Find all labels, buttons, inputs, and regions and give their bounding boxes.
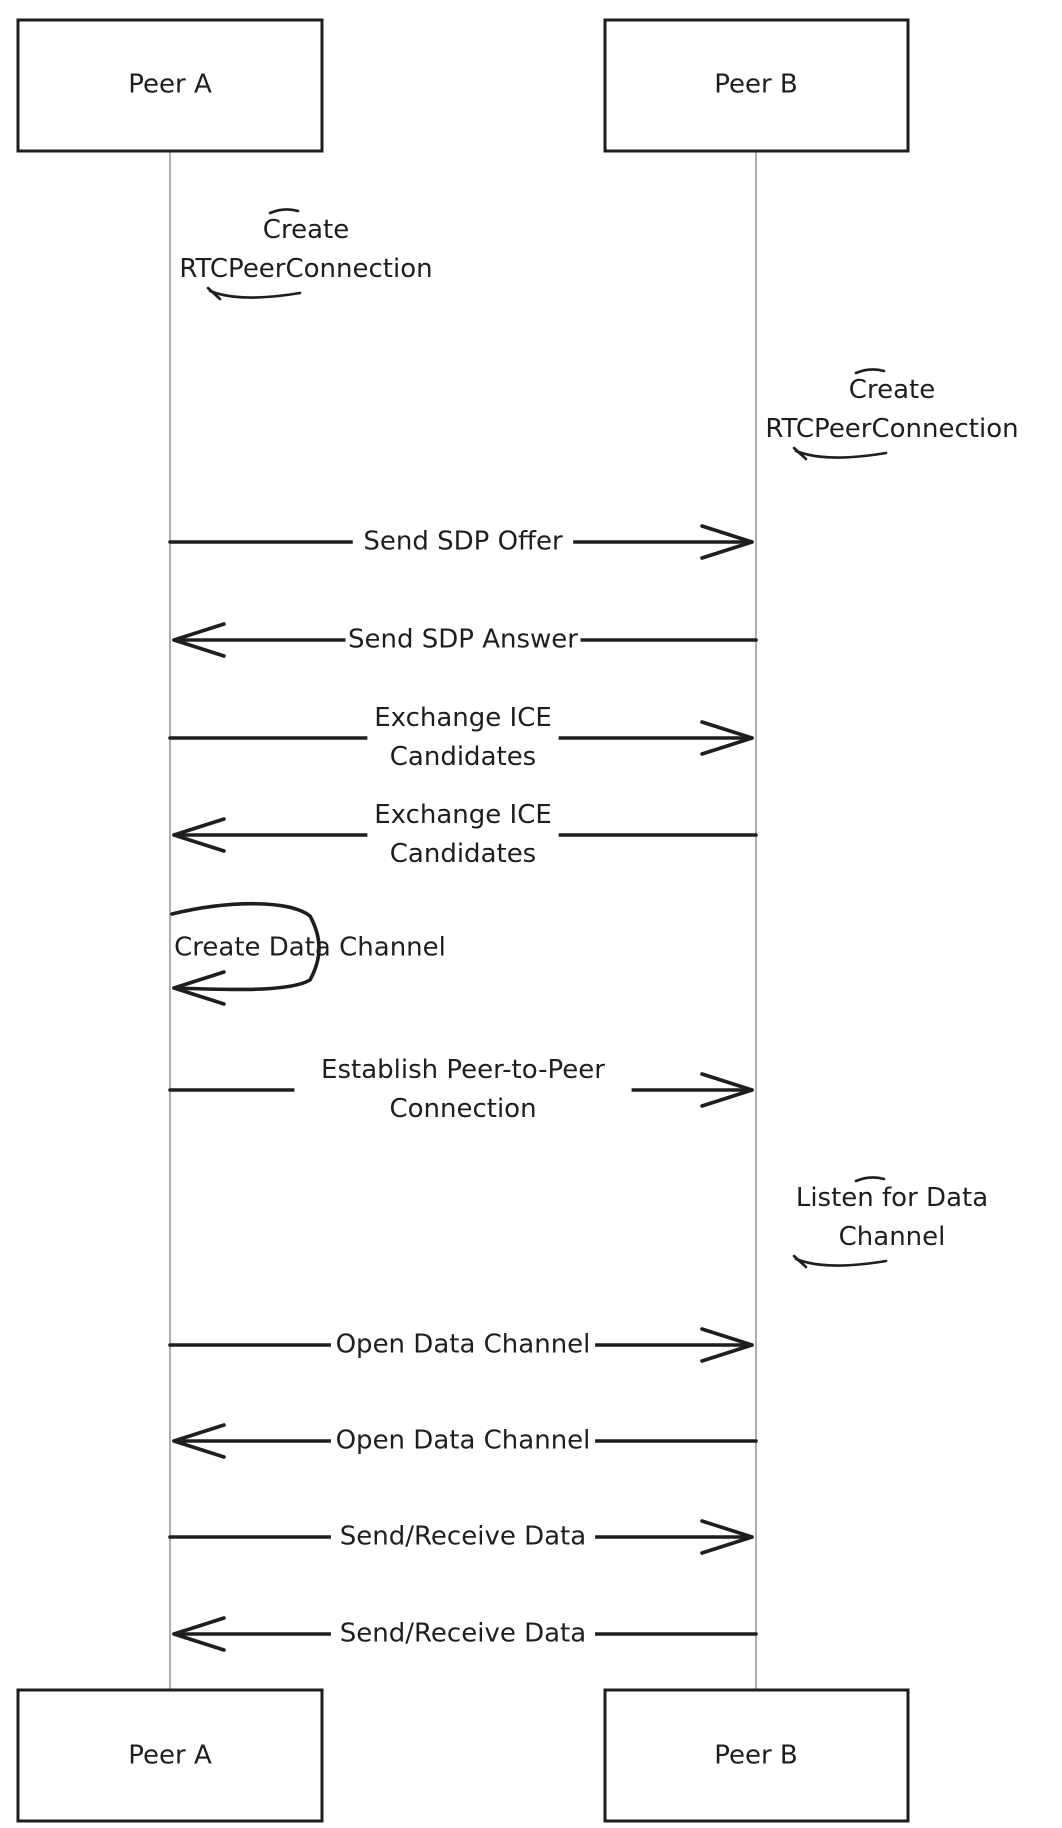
actor-label: Peer B: [714, 1741, 798, 1771]
message-label: Send/Receive Data: [340, 1619, 586, 1649]
arrow-head: [172, 970, 226, 1006]
message-label: Establish Peer-to-Peer: [321, 1055, 605, 1085]
arrow-head: [172, 622, 226, 658]
event-message: Send SDP Answer: [172, 618, 758, 662]
actor-peer-b-bottom: Peer B: [603, 1688, 910, 1823]
actor-label: Peer A: [128, 1741, 212, 1771]
note-stroke-tick: [792, 1254, 808, 1269]
arrow-head: [700, 720, 754, 756]
note-stroke-top: [854, 1176, 886, 1183]
actor-label: Peer B: [714, 70, 798, 100]
actor-peer-b-top: Peer B: [603, 18, 910, 153]
note-label: Channel: [839, 1222, 946, 1252]
event-message: Exchange ICE Candidates: [172, 794, 758, 876]
message-label: Candidates: [390, 742, 536, 772]
arrow-head: [172, 1423, 226, 1459]
message-label-backdrop: [330, 1323, 596, 1367]
self-loop-line: [170, 901, 321, 992]
event-message: Exchange ICE Candidates: [168, 697, 754, 779]
self-message-label: Create Data Channel: [174, 933, 446, 963]
message-label: Connection: [389, 1094, 536, 1124]
event-message: Send SDP Offer: [168, 520, 754, 564]
arrow-head: [700, 1072, 754, 1108]
actor-box: [603, 1688, 910, 1823]
event-message: Send/Receive Data: [172, 1612, 758, 1656]
message-label: Send/Receive Data: [340, 1522, 586, 1552]
arrow-head: [172, 1616, 226, 1652]
actor-peer-a-top: Peer A: [16, 18, 324, 153]
message-label-backdrop: [330, 1515, 596, 1559]
note-label: RTCPeerConnection: [765, 414, 1018, 444]
arrow-head: [700, 1327, 754, 1363]
actor-label: Peer A: [128, 70, 212, 100]
note-label: Create: [849, 375, 935, 405]
note-stroke-tick: [792, 446, 808, 461]
message-label: Open Data Channel: [336, 1330, 591, 1360]
actor-box: [603, 18, 910, 153]
message-label-backdrop: [352, 520, 574, 564]
note-stroke-bottom: [794, 1257, 888, 1267]
message-label-backdrop: [367, 794, 559, 876]
message-label-backdrop: [330, 1612, 596, 1656]
note-stroke-top: [854, 368, 886, 375]
message-label: Send SDP Offer: [363, 527, 563, 557]
actor-box: [16, 1688, 324, 1823]
note-label: Create: [263, 215, 349, 245]
message-label: Send SDP Answer: [348, 625, 578, 655]
actor-box: [16, 18, 324, 153]
arrow-head: [700, 524, 754, 560]
event-self: Create Data Channel: [170, 901, 446, 1006]
events-layer: CreateRTCPeerConnectionCreateRTCPeerConn…: [168, 208, 1019, 1656]
event-message: Open Data Channel: [168, 1323, 754, 1367]
note-stroke-top: [268, 208, 300, 215]
event-message: Send/Receive Data: [168, 1515, 754, 1559]
message-label-backdrop: [330, 1419, 596, 1463]
message-label-backdrop: [345, 618, 581, 662]
message-label-backdrop: [367, 697, 559, 779]
message-label: Candidates: [390, 839, 536, 869]
message-label: Exchange ICE: [374, 703, 552, 733]
message-label: Exchange ICE: [374, 800, 552, 830]
note-stroke-tick: [206, 286, 222, 301]
message-label-backdrop: [294, 1049, 632, 1131]
actor-peer-a-bottom: Peer A: [16, 1688, 324, 1823]
arrow-head: [172, 817, 226, 853]
note-label: Listen for Data: [796, 1183, 988, 1213]
note-stroke-bottom: [208, 289, 302, 299]
event-message: Establish Peer-to-PeerConnection: [168, 1049, 754, 1131]
message-label: Open Data Channel: [336, 1426, 591, 1456]
arrow-head: [700, 1519, 754, 1555]
note-label: RTCPeerConnection: [179, 254, 432, 284]
event-message: Open Data Channel: [172, 1419, 758, 1463]
note-stroke-bottom: [794, 449, 888, 459]
